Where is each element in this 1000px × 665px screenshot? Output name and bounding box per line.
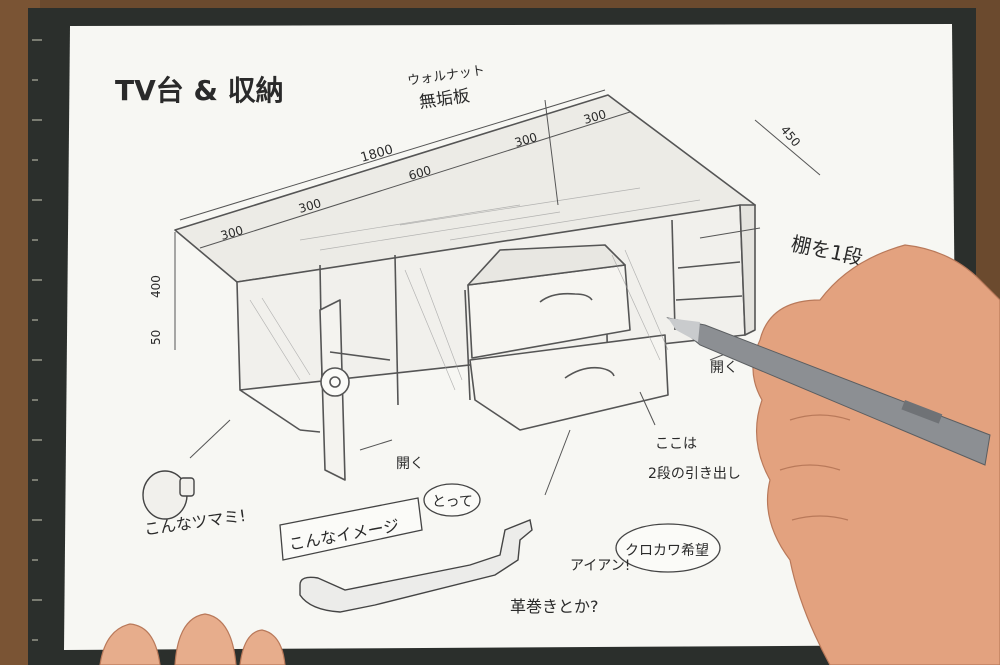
leather-note: 革巻きとか? <box>510 597 599 616</box>
knob-sketch <box>142 470 195 520</box>
dimension-lines <box>174 89 821 496</box>
drawer-note-line1: ここは <box>655 436 697 452</box>
dim-leg: 50 <box>149 330 163 345</box>
handle-note: とって <box>432 494 473 510</box>
image-note-box <box>279 497 423 561</box>
finger-1 <box>99 623 161 665</box>
mat-ruler-ticks <box>32 39 42 641</box>
dim-600: 600 <box>407 163 433 183</box>
pencil-clip <box>901 400 943 424</box>
tv-stand-sketch <box>174 94 756 481</box>
sketch-shading <box>249 187 701 391</box>
dim-height: 400 <box>149 275 163 298</box>
drawer-note-line2: 2段の引き出し <box>648 466 741 482</box>
open-right: 開く <box>710 360 738 376</box>
side-face <box>739 204 756 336</box>
black-bubble <box>615 523 721 573</box>
finger-2 <box>174 613 237 665</box>
sketch-title: TV台 & 収納 <box>115 74 284 107</box>
right-hand <box>752 244 1000 665</box>
hand-with-pencil <box>666 244 1000 665</box>
pencil-tip <box>668 318 700 342</box>
dim-300-c: 300 <box>513 130 539 150</box>
handle-bubble <box>423 483 481 517</box>
iron-note: アイアン! <box>570 558 630 574</box>
lower-drawer <box>469 334 669 431</box>
note-boxes <box>279 483 721 573</box>
left-fingers <box>99 613 286 665</box>
dim-300-d: 300 <box>582 107 608 127</box>
dim-300-b: 300 <box>297 196 323 216</box>
dim-300-a: 300 <box>219 223 245 243</box>
iron-handle-sketch <box>299 519 533 613</box>
finger-3 <box>239 629 286 665</box>
black-note: クロカワ希望 <box>625 543 709 559</box>
open-left: 開く <box>396 456 424 472</box>
